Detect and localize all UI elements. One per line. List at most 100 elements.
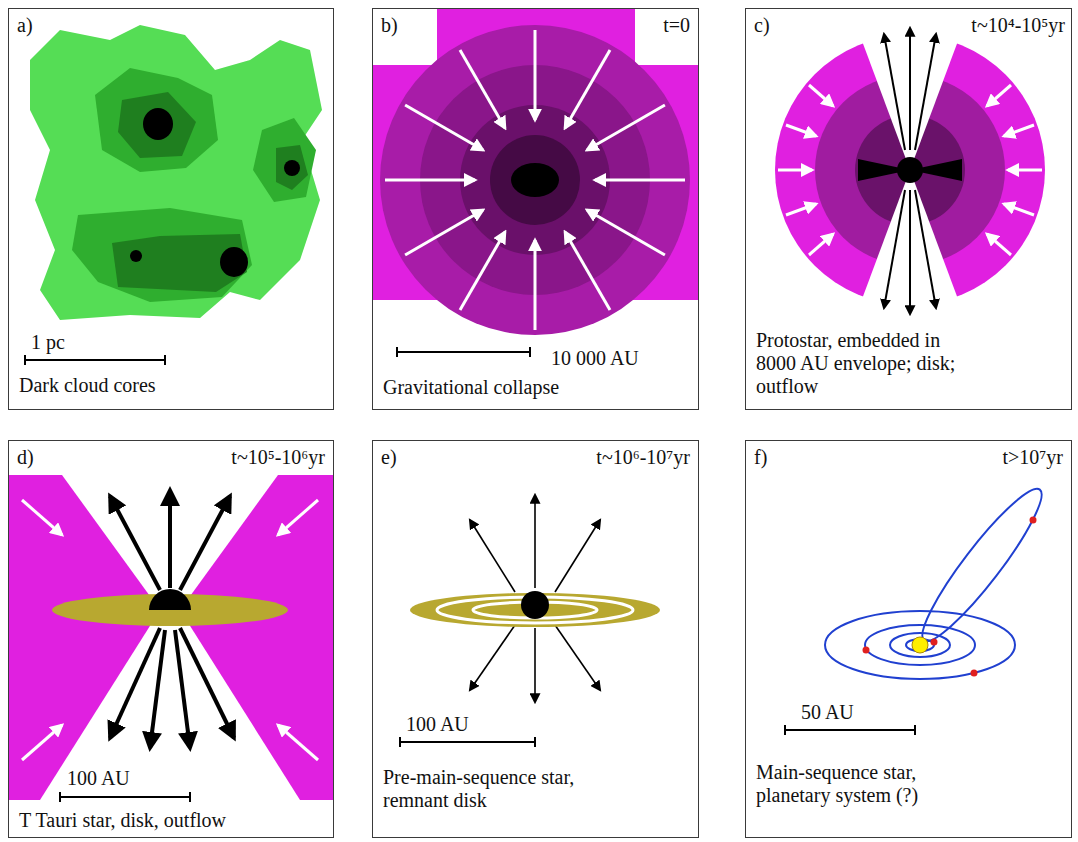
cloud-map	[30, 25, 322, 320]
planetary-system	[825, 479, 1054, 679]
infall-arrow	[460, 50, 505, 128]
infall-arrow	[278, 500, 318, 535]
cloud-contour	[95, 68, 218, 172]
scale-tick	[24, 355, 26, 365]
outflow-arrows	[884, 28, 936, 314]
outflow-arrow	[534, 628, 536, 702]
time-label: t~10⁵-10⁶yr	[231, 446, 325, 469]
infall-arrow	[778, 169, 812, 172]
pms-figure	[410, 495, 660, 702]
caption: Protostar, embedded in 8000 AU envelope;…	[756, 329, 981, 398]
outflow-arrow	[150, 630, 165, 748]
outflow-arrow	[909, 28, 911, 150]
density-ring	[380, 25, 690, 335]
infall-arrow	[786, 204, 816, 215]
infall-arrow	[1004, 204, 1034, 215]
scale-bar	[397, 347, 530, 357]
cloud-contour	[72, 208, 252, 302]
core	[511, 163, 559, 197]
outflow-arrow	[555, 625, 600, 690]
outflow-cavity	[852, 170, 968, 326]
infall-arrow	[809, 85, 833, 106]
infall-arrow	[987, 234, 1011, 255]
outflow-arrow	[909, 190, 911, 314]
planet	[931, 639, 938, 646]
panel-letter: a)	[17, 14, 33, 37]
scale-tick	[914, 725, 916, 735]
scale-bar	[60, 796, 190, 798]
outflow-arrow	[915, 190, 936, 308]
cloud-core	[220, 247, 248, 277]
star	[521, 591, 549, 619]
scale-tick	[784, 725, 786, 735]
outflow-arrow	[168, 490, 172, 588]
infall-arrow	[534, 30, 537, 120]
scale-tick	[164, 355, 166, 365]
star	[912, 637, 928, 653]
planet	[1030, 517, 1037, 524]
time-label: t~10⁶-10⁷yr	[596, 446, 690, 469]
caption: Main-sequence star, planetary system (?)	[756, 761, 961, 807]
cloud-core	[130, 250, 142, 262]
outflow-arrow	[534, 495, 536, 588]
outflow-arrow	[915, 34, 936, 150]
infall-arrows	[385, 30, 685, 330]
outflow-arrow	[110, 496, 160, 590]
cloud-contour	[276, 145, 308, 190]
scale-bar	[25, 359, 165, 361]
infall-arrow	[565, 50, 610, 128]
collapse-figure	[372, 8, 698, 335]
infall-arrow	[1004, 125, 1034, 136]
infall-arrow	[987, 85, 1011, 106]
planet	[971, 670, 978, 677]
scale-bar	[785, 725, 915, 735]
infall-arrow	[278, 725, 318, 760]
outflow-arrow	[180, 496, 230, 590]
planets	[863, 517, 1037, 677]
scale-tick	[59, 792, 61, 802]
scale-tick	[529, 347, 531, 357]
orbit	[825, 611, 1015, 679]
t-tauri-figure	[8, 475, 333, 800]
panel-letter: f)	[754, 446, 767, 469]
infall-arrow	[405, 105, 483, 150]
infall-arrow	[587, 210, 665, 255]
protostar-figure	[775, 14, 1045, 326]
density-ring	[460, 105, 610, 255]
infall-arrow	[809, 234, 833, 255]
panel-letter: e)	[381, 446, 397, 469]
stage-panel: e)t~10⁶-10⁷yr100 AUPre-main-sequence sta…	[372, 440, 699, 838]
caption: Gravitational collapse	[383, 376, 559, 399]
outflow-arrow	[470, 520, 515, 592]
time-label: t=0	[663, 14, 690, 37]
caption: Dark cloud cores	[19, 374, 156, 397]
infall-arrow	[534, 240, 537, 330]
scale-tick	[534, 737, 536, 747]
infall-arrow	[385, 179, 475, 182]
outflow-arrow	[555, 520, 600, 592]
stage-panel: f)t>10⁷yr50 AUMain-sequence star, planet…	[745, 440, 1072, 838]
infall-arrow	[595, 179, 685, 182]
scale-bar	[400, 741, 535, 743]
protostar	[897, 157, 923, 183]
cloud-contour	[118, 92, 196, 158]
infall-arrow	[786, 125, 816, 136]
scale-label: 1 pc	[31, 331, 65, 354]
scale-tick	[189, 792, 191, 802]
scale-bar	[60, 792, 190, 802]
cloud-outer	[30, 25, 322, 320]
stage-panel: c)t~10⁴-10⁵yrProtostar, embedded in 8000…	[745, 8, 1072, 410]
eccentric-orbit	[910, 479, 1054, 652]
outflow-arrow	[180, 628, 234, 738]
outflow-arrow	[884, 34, 905, 150]
scale-bar	[397, 351, 530, 353]
outflow-arrow	[884, 190, 905, 308]
scale-label: 100 AU	[406, 713, 469, 736]
star	[149, 589, 191, 610]
cloud-core	[143, 108, 173, 140]
stage-panel: b)t=010 000 AUGravitational collapse	[372, 8, 699, 410]
infall-arrow	[405, 210, 483, 255]
panel-letter: b)	[381, 14, 398, 37]
